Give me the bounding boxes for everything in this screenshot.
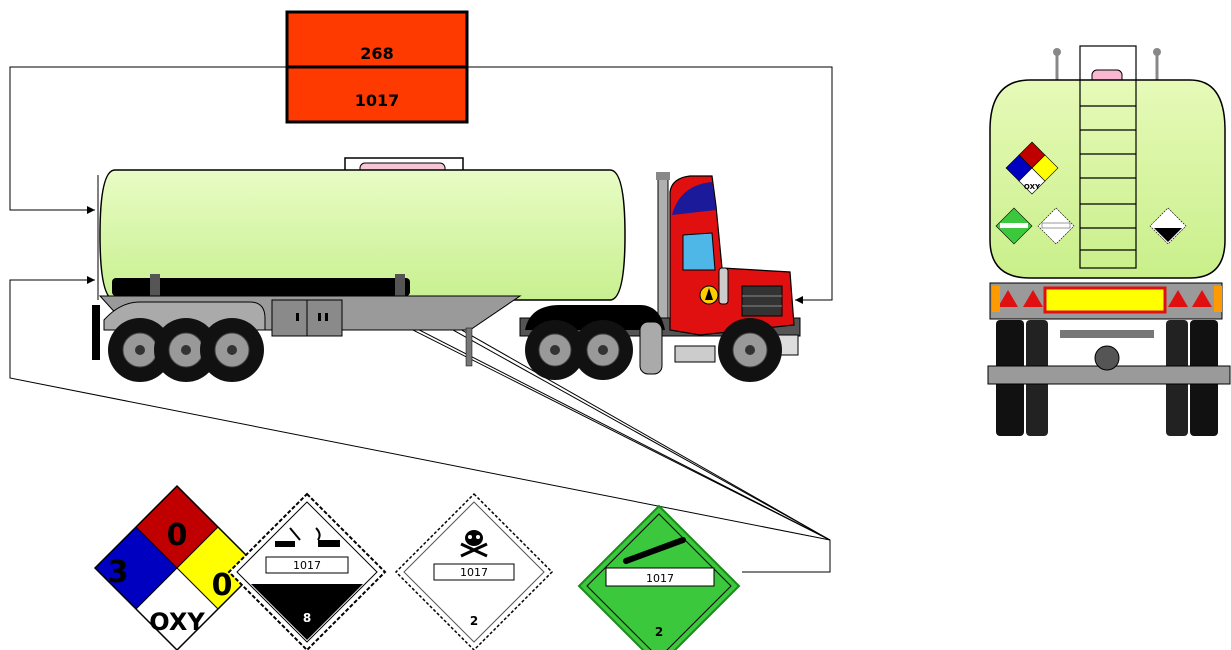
hazard-identification-number: 268 [360,44,393,63]
tanker-side-view [92,158,800,382]
trailer-wheels [108,318,264,382]
toxic-gas-class-number: 2 [470,614,478,628]
nfpa-reactivity-rating: 0 [212,568,233,603]
toxic-gas-un-number: 1017 [460,566,488,579]
nfpa-special-hazard: OXY [149,608,205,636]
un-number: 1017 [355,91,400,110]
non-flammable-gas-un-number: 1017 [646,572,674,585]
nfpa-health-rating: 3 [108,555,129,590]
orange-hazard-plate: 268 1017 [287,12,467,122]
svg-text:OXY: OXY [1024,183,1041,191]
corrosive-placard [229,494,385,650]
non-flammable-gas-class-number: 2 [655,625,663,639]
corrosive-class-number: 8 [303,611,311,625]
tanker-rear-view: OXY [988,46,1230,436]
corrosive-un-number: 1017 [293,559,321,572]
nfpa-flammability-rating: 0 [167,518,188,553]
